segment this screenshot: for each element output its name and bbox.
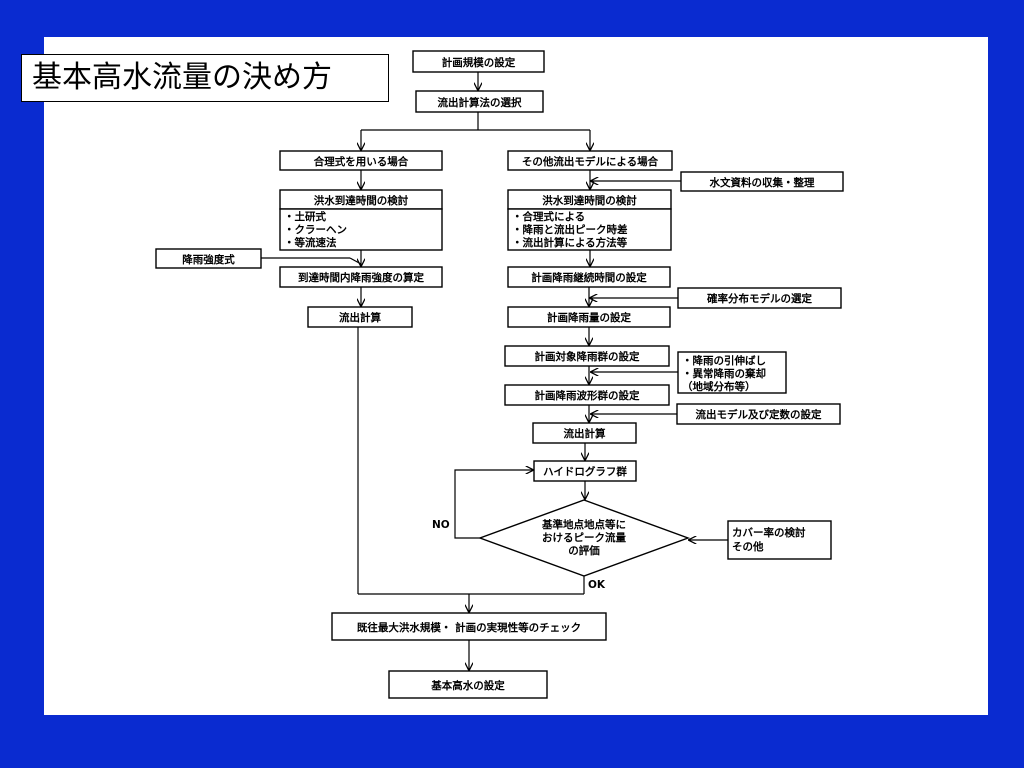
svg-text:既往最大洪水規模・ 計画の実現性等のチェック: 既往最大洪水規模・ 計画の実現性等のチェック xyxy=(357,621,581,634)
label-ok: OK xyxy=(588,579,606,591)
svg-text:計画降雨量の設定: 計画降雨量の設定 xyxy=(547,311,631,324)
svg-text:洪水到達時間の検討: 洪水到達時間の検討 xyxy=(542,194,637,207)
svg-text:計画対象降雨群の設定: 計画対象降雨群の設定 xyxy=(535,350,640,363)
box-rain-intensity-calc: 到達時間内降雨強度の算定 xyxy=(279,266,443,288)
box-arrival-left: 洪水到達時間の検討 ・土研式 ・クラーヘン ・等流速法 xyxy=(279,189,443,251)
svg-text:・クラーヘン: ・クラーヘン xyxy=(284,224,347,236)
box-rain-duration: 計画降雨継続時間の設定 xyxy=(507,266,671,288)
box-rain-notes: ・降雨の引伸ばし ・異常降雨の棄却 （地域分布等） xyxy=(677,351,787,394)
svg-text:確率分布モデルの選定: 確率分布モデルの選定 xyxy=(707,292,812,305)
svg-text:合理式を用いる場合: 合理式を用いる場合 xyxy=(313,155,409,168)
svg-text:基本高水の設定: 基本高水の設定 xyxy=(430,679,505,692)
box-probability-model: 確率分布モデルの選定 xyxy=(677,287,842,309)
box-rain-intensity-formula: 降雨強度式 xyxy=(155,248,262,269)
svg-text:ハイドログラフ群: ハイドログラフ群 xyxy=(543,465,627,478)
svg-text:基準地点地点等に: 基準地点地点等に xyxy=(541,518,626,531)
box-plan-rainfall: 計画降雨量の設定 xyxy=(507,306,671,328)
svg-text:流出モデル及び定数の設定: 流出モデル及び定数の設定 xyxy=(696,408,822,421)
label-no: NO xyxy=(432,519,450,531)
slide-title: 基本高水流量の決め方 xyxy=(21,54,389,102)
svg-text:計画降雨継続時間の設定: 計画降雨継続時間の設定 xyxy=(531,271,647,284)
box-other-model-case: その他流出モデルによる場合 xyxy=(507,150,673,171)
decision-evaluation: 基準地点地点等に おけるピーク流量 の評価 xyxy=(477,499,691,577)
svg-text:その他: その他 xyxy=(732,540,764,553)
connectors xyxy=(261,72,728,670)
svg-text:流出計算法の選択: 流出計算法の選択 xyxy=(438,96,522,109)
slide-sheet xyxy=(44,37,988,715)
svg-text:・等流速法: ・等流速法 xyxy=(284,236,337,249)
svg-text:・降雨の引伸ばし: ・降雨の引伸ばし xyxy=(682,354,766,367)
svg-text:・異常降雨の棄却: ・異常降雨の棄却 xyxy=(682,367,766,380)
svg-text:・降雨と流出ピーク時差: ・降雨と流出ピーク時差 xyxy=(512,223,628,236)
box-hydro-data: 水文資料の収集・整理 xyxy=(680,171,844,192)
svg-text:水文資料の収集・整理: 水文資料の収集・整理 xyxy=(709,176,815,189)
box-arrival-right: 洪水到達時間の検討 ・合理式による ・降雨と流出ピーク時差 ・流出計算による方法… xyxy=(507,189,672,251)
box-runoff-method: 流出計算法の選択 xyxy=(415,90,544,113)
svg-text:カバー率の検討: カバー率の検討 xyxy=(732,526,806,539)
svg-text:到達時間内降雨強度の算定: 到達時間内降雨強度の算定 xyxy=(298,271,424,284)
svg-text:おけるピーク流量: おけるピーク流量 xyxy=(542,531,626,544)
svg-text:の評価: の評価 xyxy=(568,544,600,557)
svg-text:計画降雨波形群の設定: 計画降雨波形群の設定 xyxy=(535,389,640,402)
svg-text:流出計算: 流出計算 xyxy=(339,311,381,324)
svg-text:流出計算: 流出計算 xyxy=(564,427,606,440)
box-rain-waveform-group: 計画降雨波形群の設定 xyxy=(504,384,670,406)
svg-text:・土研式: ・土研式 xyxy=(284,210,326,223)
box-hydrograph-group: ハイドログラフ群 xyxy=(533,460,637,482)
box-runoff-calc-left: 流出計算 xyxy=(307,306,413,328)
svg-text:（地域分布等）: （地域分布等） xyxy=(682,380,756,393)
svg-text:その他流出モデルによる場合: その他流出モデルによる場合 xyxy=(522,155,659,168)
svg-text:・合理式による: ・合理式による xyxy=(512,210,585,223)
box-check: 既往最大洪水規模・ 計画の実現性等のチェック xyxy=(331,612,607,641)
box-runoff-model: 流出モデル及び定数の設定 xyxy=(676,403,841,425)
svg-text:計画規模の設定: 計画規模の設定 xyxy=(442,56,516,69)
box-rational-case: 合理式を用いる場合 xyxy=(279,150,443,171)
box-target-rain-group: 計画対象降雨群の設定 xyxy=(504,345,670,367)
svg-text:・流出計算による方法等: ・流出計算による方法等 xyxy=(512,236,628,249)
box-runoff-calc-right: 流出計算 xyxy=(532,422,637,444)
box-plan-scale: 計画規模の設定 xyxy=(412,50,545,73)
box-basic-flood: 基本高水の設定 xyxy=(388,670,548,699)
svg-text:降雨強度式: 降雨強度式 xyxy=(182,253,235,266)
box-coverage: カバー率の検討 その他 xyxy=(727,520,832,560)
svg-text:洪水到達時間の検討: 洪水到達時間の検討 xyxy=(314,194,409,207)
